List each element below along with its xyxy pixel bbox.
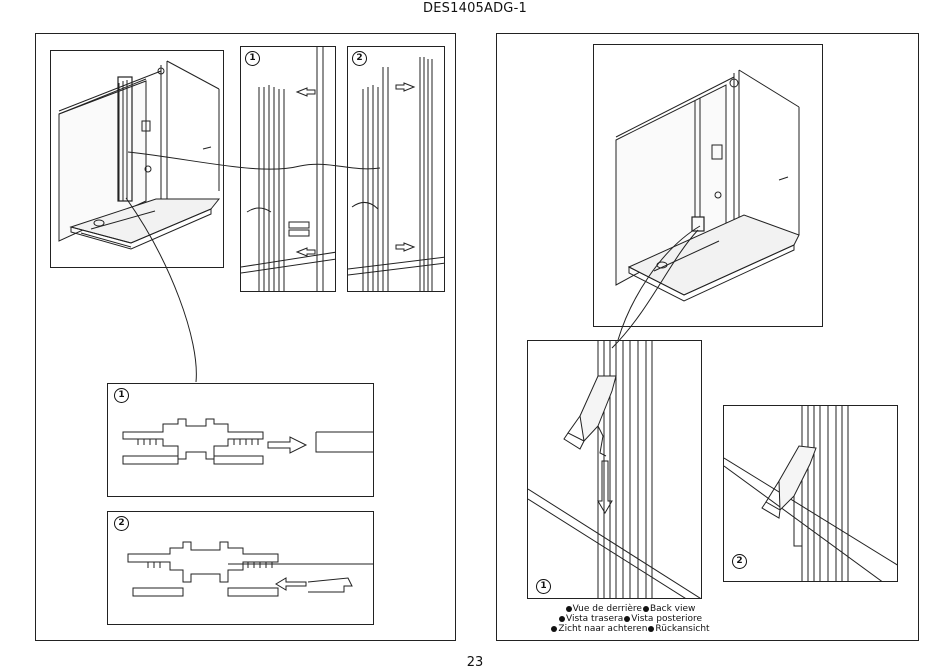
caption-de: Rückansicht — [655, 624, 710, 634]
caption-it: Vista posteriore — [631, 614, 703, 624]
shower-overview-right — [593, 44, 823, 327]
caption-row-2: Vista trasera Vista posteriore — [530, 614, 730, 624]
step-2-badge: 2 — [114, 516, 129, 531]
rail-insertion-step-1: 1 — [240, 46, 336, 292]
bullet-icon — [558, 615, 565, 622]
handle-clip-drawing-1 — [528, 341, 701, 598]
caption-es: Vista trasera — [565, 614, 624, 624]
step-1-badge: 1 — [114, 388, 129, 403]
caption-en: Back view — [649, 604, 696, 614]
caption-row-1: Vue de derrière Back view — [530, 604, 730, 614]
caption-fr: Vue de derrière — [572, 604, 642, 614]
back-view-detail-1: 1 — [527, 340, 702, 599]
page-number: 23 — [466, 655, 484, 670]
bullet-icon — [551, 625, 558, 632]
caption-row-3: Zicht naar achteren Rückansicht — [530, 624, 730, 634]
rail-insertion-drawing-2 — [348, 57, 444, 291]
document-code: DES1405ADG-1 — [423, 1, 527, 16]
handle-clip-drawing-2 — [724, 406, 897, 581]
shower-enclosure-drawing — [58, 60, 221, 250]
profile-section-step-1: 1 — [107, 383, 374, 497]
bullet-icon — [565, 605, 572, 612]
bullet-icon — [624, 615, 631, 622]
rail-insertion-step-2: 2 — [347, 46, 445, 292]
bullet-icon — [642, 605, 649, 612]
rail-insertion-drawing-1 — [241, 47, 335, 291]
shower-overview-left — [50, 50, 224, 268]
shower-enclosure-drawing-right — [615, 69, 800, 302]
profile-section-step-2: 2 — [107, 511, 374, 625]
bullet-icon — [648, 625, 655, 632]
step-2-badge: 2 — [732, 554, 747, 569]
step-1-badge: 1 — [245, 51, 260, 66]
profile-section-drawing-1 — [122, 418, 373, 465]
profile-section-drawing-2 — [127, 541, 373, 597]
step-2-badge: 2 — [352, 51, 367, 66]
step-1-badge: 1 — [536, 579, 551, 594]
caption-nl: Zicht naar achteren — [558, 624, 648, 634]
back-view-detail-2: 2 — [723, 405, 898, 582]
